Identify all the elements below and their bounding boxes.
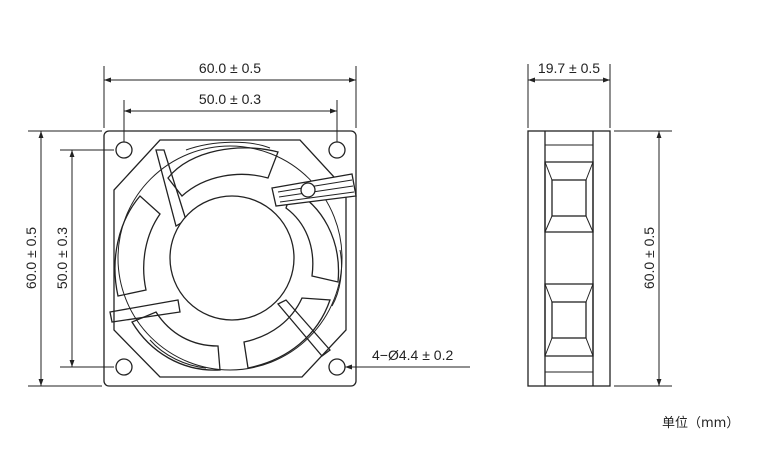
mount-hole-top-left xyxy=(115,141,133,159)
dim-depth: 19.7 ± 0.5 xyxy=(538,60,600,76)
dim-overall-height: 60.0 ± 0.5 xyxy=(23,227,39,289)
unit-label: 单位（mm） xyxy=(662,416,740,431)
dim-hole-pitch-height: 50.0 ± 0.3 xyxy=(54,227,70,289)
mount-hole-bottom-right xyxy=(328,358,346,376)
fan-hub xyxy=(169,195,295,321)
fan-opening xyxy=(117,145,343,371)
mount-hole-top-right xyxy=(328,141,346,159)
dim-overall-width: 60.0 ± 0.5 xyxy=(199,60,261,76)
fan-housing-inner xyxy=(113,139,347,378)
cable-channel xyxy=(271,173,357,207)
dim-side-height: 60.0 ± 0.5 xyxy=(641,227,657,289)
dim-hole-pitch-width: 50.0 ± 0.3 xyxy=(199,91,261,107)
side-frame-outline xyxy=(527,130,611,387)
mount-hole-bottom-left xyxy=(115,358,133,376)
fan-blades xyxy=(114,141,343,371)
fan-frame-outline xyxy=(103,130,357,387)
front-view: 60.0 ± 0.5 50.0 ± 0.3 60.0 ± 0.5 50.0 ± … xyxy=(23,60,470,387)
dim-mount-holes: 4−Ø4.4 ± 0.2 xyxy=(372,347,453,363)
side-view: 19.7 ± 0.5 60.0 ± 0.5 xyxy=(527,60,672,387)
